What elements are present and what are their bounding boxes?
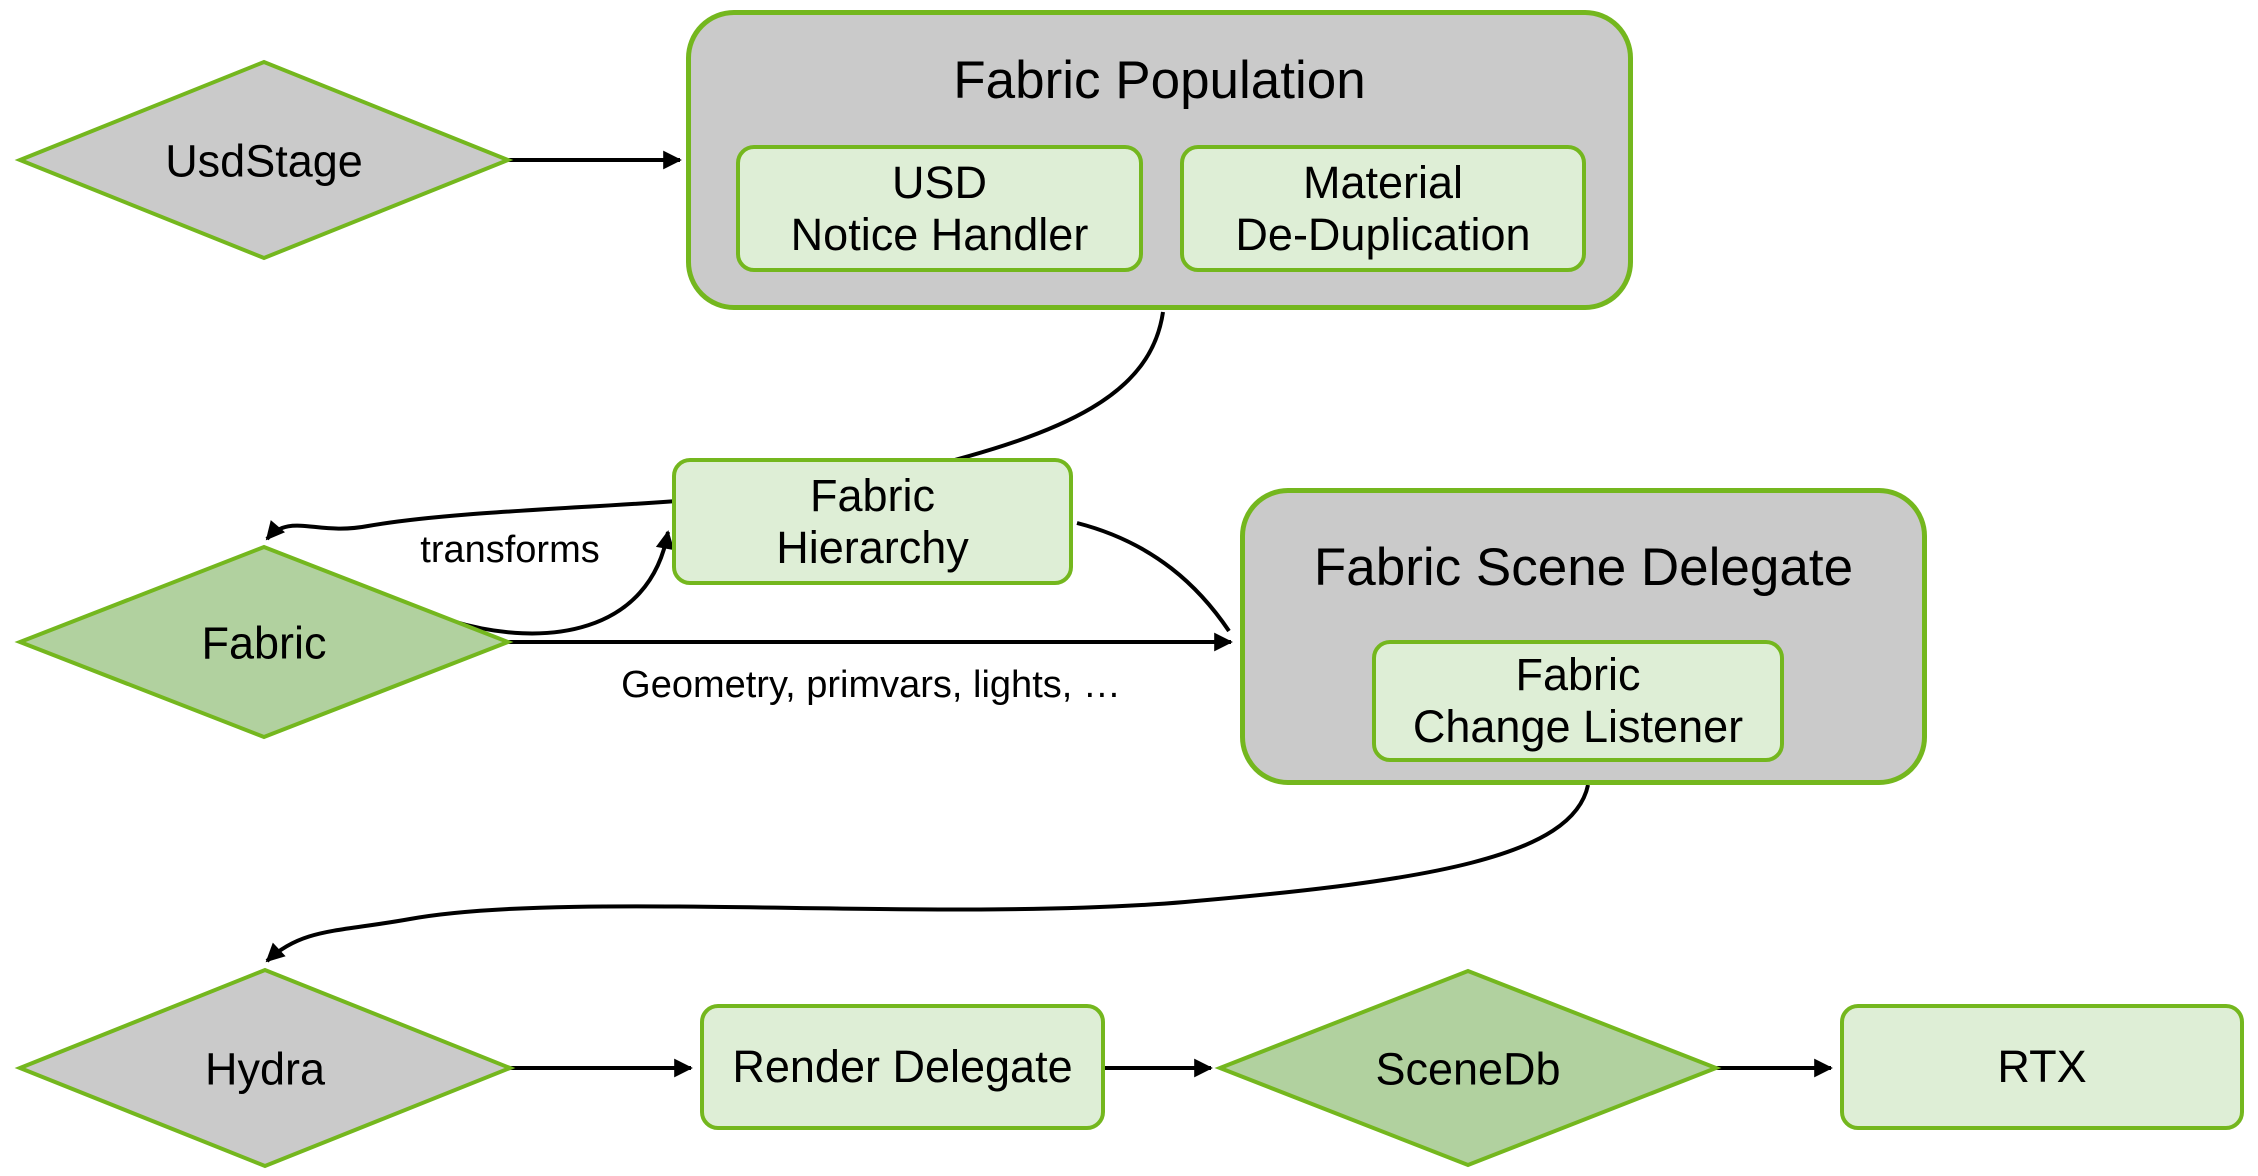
material-dedup-node: Material De-Duplication [1180,145,1586,272]
fabric-label: Fabric [201,617,327,669]
edge-label-geometry-primvars-lights: Geometry, primvars, lights, … [621,664,1121,707]
usd-notice-handler-line1: USD [891,156,987,208]
fabric-change-listener-line2: Change Listener [1412,701,1744,752]
fabric-hierarchy-line1: Fabric [809,469,936,521]
edge-fabric-scene-delegate-to-hydra [265,784,1590,963]
usd-notice-handler-node: USD Notice Handler [736,145,1143,272]
edge-fabric-to-fabric-hierarchy [451,530,675,636]
fabric-hierarchy-node: Fabric Hierarchy [672,458,1073,585]
material-dedup-line2: De-Duplication [1235,208,1531,260]
hydra-label: Hydra [204,1043,326,1095]
scenedb-diamond [1214,968,1722,1168]
fabric-hierarchy-line2: Hierarchy [776,521,969,573]
material-dedup-line1: Material [1302,156,1464,208]
fabric-change-listener-line1: Fabric [1515,649,1641,700]
rtx-node: RTX [1840,1004,2244,1130]
render-delegate-label: Render Delegate [732,1041,1073,1092]
edge-fabric-hierarchy-to-fabric-scene-delegate [1076,521,1231,633]
edge-label-transforms: transforms [420,529,600,572]
usd-notice-handler-line2: Notice Handler [790,208,1089,260]
usdstage-label: UsdStage [165,135,363,187]
render-delegate-node: Render Delegate [700,1004,1105,1130]
fabric-diamond [14,544,514,740]
rtx-label: RTX [1997,1041,2087,1092]
scenedb-label: SceneDb [1375,1043,1561,1095]
fabric-scene-delegate-title: Fabric Scene Delegate [1313,537,1854,597]
fabric-population-title: Fabric Population [953,50,1366,110]
usdstage-diamond [14,59,514,261]
fabric-change-listener-node: Fabric Change Listener [1372,640,1784,762]
hydra-diamond [14,967,516,1169]
